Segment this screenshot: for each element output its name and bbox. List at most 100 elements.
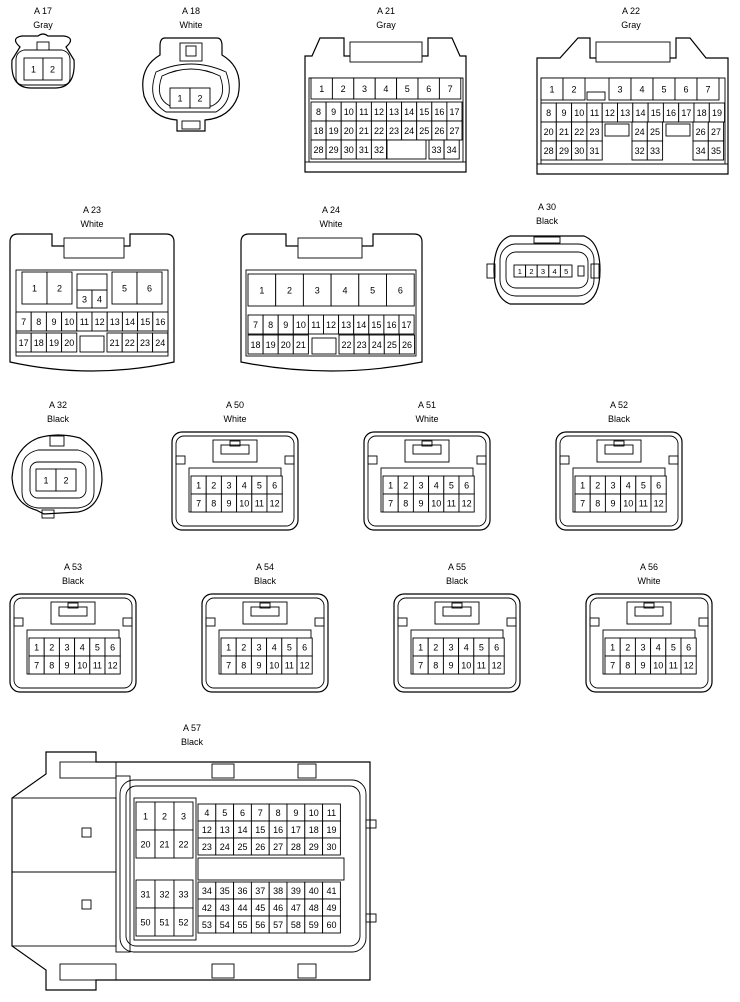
pin-cell	[650, 493, 667, 513]
pin-number: 2	[211, 481, 216, 491]
pin-number: 25	[237, 842, 247, 852]
pin-cell	[111, 271, 138, 305]
pin-number: 12	[374, 107, 384, 117]
pin-cell	[302, 273, 332, 307]
pin-number: 8	[546, 108, 551, 118]
guide	[122, 617, 133, 627]
latch	[577, 265, 585, 277]
pin-number: 15	[140, 317, 150, 327]
pin-number: 17	[402, 320, 412, 330]
pin-number: 21	[110, 338, 120, 348]
pin-number: 30	[344, 145, 354, 155]
latch	[50, 601, 96, 625]
pin-number: 3	[448, 643, 453, 653]
pin-number: 4	[204, 808, 209, 818]
latch	[613, 440, 625, 447]
connector-color-label: Black	[536, 216, 559, 226]
pin-number: 35	[711, 146, 721, 156]
pin-number: 3	[362, 84, 367, 94]
pin-number: 5	[405, 84, 410, 94]
housing-inner	[499, 243, 595, 297]
latch	[643, 602, 655, 609]
housing-inner	[245, 269, 417, 357]
housing-inner	[175, 435, 295, 527]
connector-color-label: Black	[608, 414, 631, 424]
latch	[297, 237, 363, 259]
pin-cell	[358, 273, 387, 307]
pin-number: 3	[418, 481, 423, 491]
pin-number: 46	[273, 903, 283, 913]
pin-number: 9	[418, 499, 423, 509]
pin-number: 2	[57, 284, 62, 294]
pin-number: 18	[314, 126, 324, 136]
pin-number: 44	[237, 903, 247, 913]
pin-number: 31	[140, 890, 150, 900]
pin-number: 4	[97, 295, 102, 305]
latch	[181, 120, 201, 130]
pin-cell	[443, 139, 460, 160]
pin-number: 6	[686, 643, 691, 653]
pin-cell	[330, 273, 360, 307]
connector-color-label: White	[319, 219, 342, 229]
latch	[626, 601, 672, 625]
pin-number: 5	[671, 643, 676, 653]
pin-number: 12	[605, 108, 615, 118]
pin-number: 20	[140, 840, 150, 850]
blank-cavity	[665, 123, 691, 137]
pin-cell	[696, 77, 720, 101]
pin-number: 2	[341, 84, 346, 94]
pin-cell	[586, 140, 603, 161]
pin-number: 11	[285, 661, 294, 671]
pin-number: 2	[529, 267, 533, 276]
pin-number: 4	[464, 643, 469, 653]
latch	[41, 509, 55, 519]
housing-inner	[119, 779, 367, 953]
housing-detail	[59, 963, 117, 981]
pin-number: 8	[36, 317, 41, 327]
guide	[284, 455, 295, 465]
pin-number: 38	[273, 886, 283, 896]
pin-number: 37	[255, 886, 265, 896]
pin-number: 31	[590, 146, 600, 156]
pin-number: 42	[202, 903, 212, 913]
pin-number: 20	[544, 127, 554, 137]
pin-number: 27	[711, 127, 721, 137]
pin-number: 20	[64, 338, 74, 348]
housing-detail	[297, 963, 317, 979]
pin-number: 22	[178, 840, 188, 850]
pin-number: 24	[404, 126, 414, 136]
pin-number: 21	[359, 126, 369, 136]
pin-number: 25	[387, 340, 397, 350]
pin-number: 4	[383, 84, 388, 94]
pin-number: 1	[196, 481, 201, 491]
latch	[179, 42, 203, 62]
pin-number: 12	[270, 499, 280, 509]
pin-number: 14	[125, 317, 135, 327]
pin-cell	[173, 829, 194, 859]
pin-number: 9	[256, 661, 261, 671]
pin-number: 4	[272, 643, 277, 653]
pin-number: 4	[80, 643, 85, 653]
pin-number: 14	[404, 107, 414, 117]
pin-number: 5	[661, 85, 666, 95]
connector-id-label: A 18	[182, 6, 200, 16]
pin-number: 33	[178, 890, 188, 900]
latch	[212, 439, 258, 463]
pin-number: 7	[196, 499, 201, 509]
pin-number: 8	[49, 661, 54, 671]
pin-number: 26	[255, 842, 265, 852]
pin-number: 31	[359, 145, 369, 155]
latch	[421, 440, 433, 447]
latch	[451, 602, 463, 609]
pin-cell	[322, 915, 341, 934]
pin-number: 34	[696, 146, 706, 156]
pin-cell	[438, 77, 462, 100]
connector-id-label: A 52	[610, 400, 628, 410]
pin-number: 2	[197, 94, 202, 104]
pin-number: 7	[21, 317, 26, 327]
pin-number: 5	[370, 286, 375, 296]
